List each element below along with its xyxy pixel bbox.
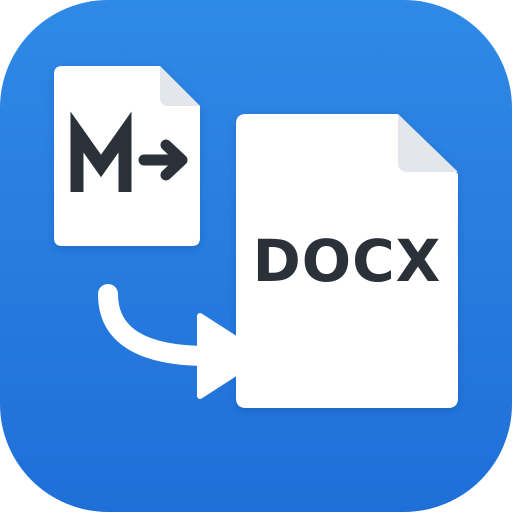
docx-label: DOCX [252,227,442,295]
markdown-mark-icon [70,111,132,192]
right-arrow-icon [138,139,188,181]
curved-arrow-icon [98,284,265,399]
docx-document-icon [236,114,458,408]
